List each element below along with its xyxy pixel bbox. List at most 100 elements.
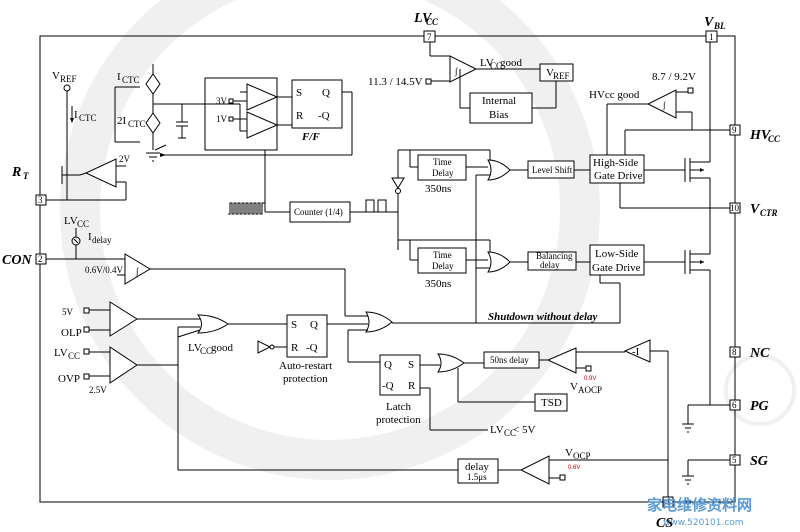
low-side-gate-drive [589,244,645,276]
svg-text:R: R [296,110,304,122]
svg-text:8: 8 [732,347,737,357]
svg-text:protection: protection [376,414,421,426]
svg-text:0.9V: 0.9V [584,376,596,382]
delay-1-5us [457,458,499,484]
svg-text:CON: CON [2,253,32,268]
svg-text:V: V [546,67,554,79]
svg-text:Latch: Latch [386,401,412,413]
svg-text:∫: ∫ [135,266,140,277]
svg-text:good: good [211,342,234,354]
svg-text:I: I [117,71,121,83]
svg-text:CTC: CTC [122,75,140,85]
svg-text:V: V [52,70,60,82]
svg-text:NC: NC [749,346,770,361]
svg-text:8.7 / 9.2V: 8.7 / 9.2V [652,71,696,83]
oscillator-comparators: 3V 1V S R Q -Q F/F [154,77,353,205]
svg-text:2: 2 [38,254,43,264]
svg-text:AOCP: AOCP [578,385,602,395]
svg-text:Bias: Bias [489,109,509,121]
svg-text:LV: LV [188,342,202,354]
svg-text:R: R [291,342,299,354]
pin-rt: R T 3 [11,165,47,206]
vref-section: V REF I CTC I CTC 2I CTC [46,64,240,201]
svg-text:CS: CS [656,516,673,531]
svg-text:Internal: Internal [482,95,516,107]
svg-text:V: V [704,15,715,30]
pin-vbl: V BL 1 [704,15,726,43]
con-section: LV CC I delay ∫ 0.6V/0.4V [46,215,368,317]
svg-text:-Q: -Q [306,342,318,354]
svg-text:delay: delay [92,235,112,245]
power-mosfets [619,42,730,406]
auto-restart-protection: S R Q -Q Auto-restart protection LV CC g… [188,311,598,385]
svg-text:REF: REF [60,74,77,84]
pin-vctr: 10 V CTR [729,202,778,218]
svg-text:SG: SG [750,454,768,469]
latch-protection: Q -Q S R Latch protection 50ns delay 0.9… [376,347,625,438]
svg-text:CTR: CTR [760,208,778,218]
balancing-delay-box [527,251,577,271]
svg-text:LV: LV [490,424,504,436]
svg-text:Low-Side: Low-Side [595,248,639,260]
ic-boundary [39,35,736,503]
svg-text:CC: CC [77,219,89,229]
svg-text:10: 10 [730,203,740,213]
svg-text:< 5V: < 5V [513,424,535,436]
svg-text:High-Side: High-Side [593,157,638,169]
svg-text:Delay: Delay [432,261,454,271]
svg-text:LV: LV [64,215,78,227]
svg-text:REF: REF [553,71,570,81]
svg-text:-Q: -Q [318,110,330,122]
svg-text:Shutdown without delay: Shutdown without delay [488,311,598,323]
svg-text:CC: CC [768,134,781,144]
svg-text:T: T [23,171,29,181]
svg-text:I: I [88,231,92,243]
svg-text:CTC: CTC [128,119,146,129]
svg-text:CC: CC [490,61,502,71]
svg-text:Q: Q [310,319,318,331]
svg-text:Gate Drive: Gate Drive [594,170,643,182]
pin-hvcc: 9 HV CC [729,124,781,144]
svg-text:家电维修资料网: 家电维修资料网 [647,496,752,514]
svg-text:Level Shift: Level Shift [532,165,573,175]
pin-nc: 8 NC [729,346,770,361]
pin-pg: 6 PG [729,399,769,414]
svg-text:V: V [750,202,761,217]
svg-text:PG: PG [750,399,769,414]
svg-text:CC: CC [68,351,80,361]
hvcc-monitor: 8.7 / 9.2V ∫ HVcc good [589,71,696,155]
svg-text:∫: ∫ [662,100,667,111]
svg-text:Auto-restart: Auto-restart [279,360,332,372]
svg-text:3: 3 [38,195,43,205]
svg-text:OLP: OLP [61,327,82,339]
gate-drive-section: Time Delay 350ns Level Shift High-Side G… [391,149,685,324]
svg-text:6: 6 [732,400,737,410]
svg-text:4: 4 [665,497,670,507]
svg-text:5: 5 [732,455,737,465]
pin-con: CON 2 [2,253,47,268]
svg-text:Time: Time [433,157,452,167]
pin-lvcc: LV CC 7 [413,11,439,43]
svg-text:7: 7 [427,32,432,42]
svg-text:LV: LV [480,57,494,69]
svg-text:2V: 2V [119,154,131,164]
svg-text:9: 9 [732,125,737,135]
svg-text:R: R [408,380,416,392]
svg-text:V: V [565,447,573,459]
svg-text:HV: HV [749,128,772,143]
svg-text:2I: 2I [117,115,127,127]
background-watermark [60,0,796,480]
svg-text:LV: LV [413,11,433,26]
svg-text:www.520101.com: www.520101.com [663,518,744,528]
svg-text:0.6V/0.4V: 0.6V/0.4V [85,265,124,275]
svg-text:CC: CC [504,428,516,438]
svg-text:350ns: 350ns [425,183,451,195]
svg-text:-Q: -Q [382,380,394,392]
svg-text:delay: delay [465,461,489,473]
svg-text:3V: 3V [216,96,228,106]
svg-text:R: R [11,165,21,180]
svg-text:protection: protection [283,373,328,385]
osc-flip-flop [291,79,343,129]
svg-text:Q: Q [384,359,392,371]
